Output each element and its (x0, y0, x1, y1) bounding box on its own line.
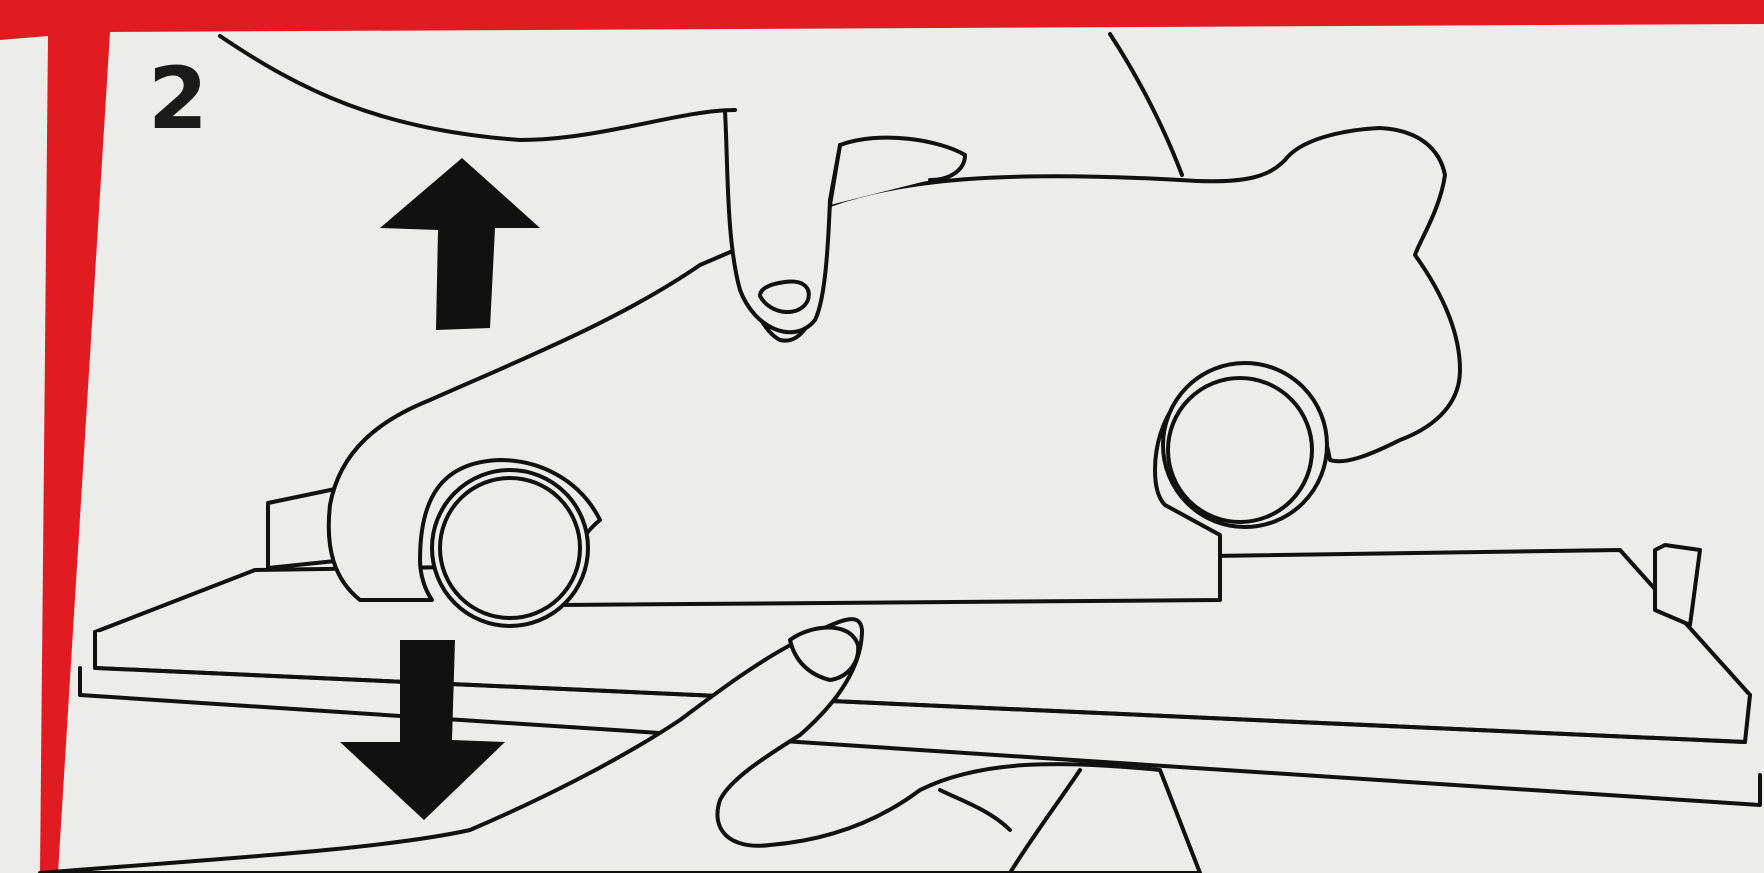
left-neighbor-panel (0, 36, 48, 873)
rear-wheel (440, 478, 580, 618)
track-end-stopper (1655, 545, 1700, 625)
front-wheel (1168, 378, 1312, 522)
step-number-label: 2 (148, 56, 208, 142)
